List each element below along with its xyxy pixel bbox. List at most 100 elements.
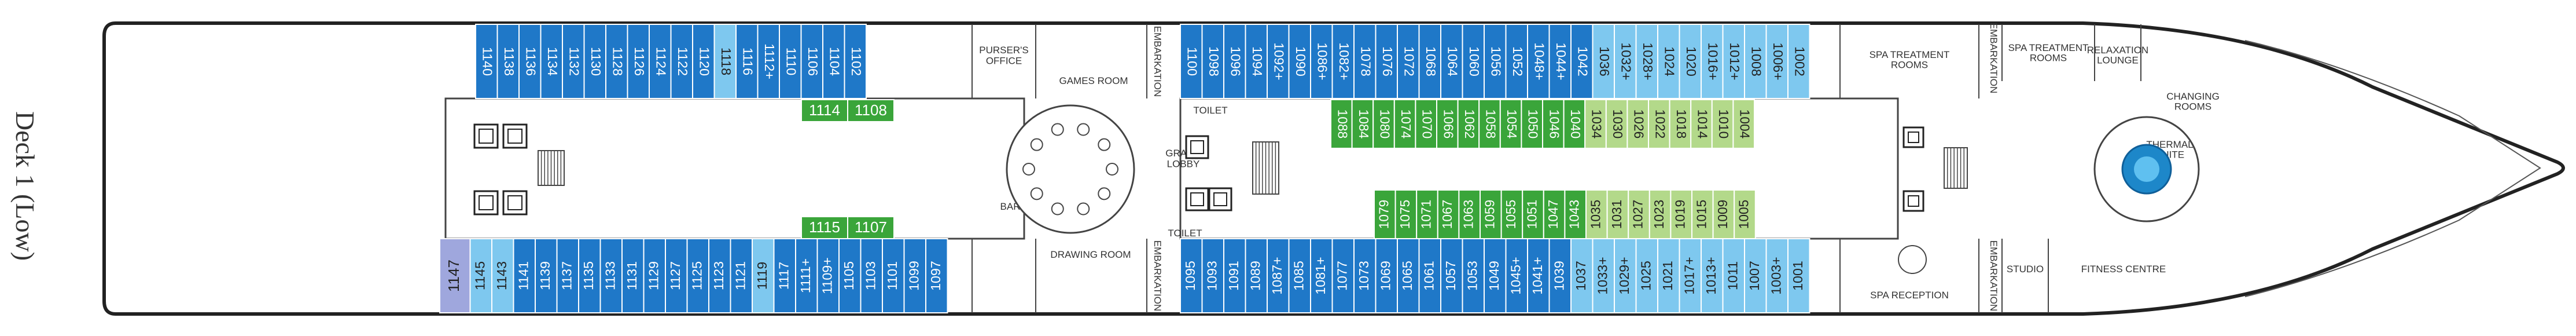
cabin-1075[interactable]: 1075: [1394, 189, 1418, 239]
cabin-1065[interactable]: 1065: [1397, 238, 1420, 313]
cabin-1145[interactable]: 1145: [469, 238, 492, 313]
cabin-1122[interactable]: 1122: [670, 24, 693, 99]
cabin-1119[interactable]: 1119: [752, 238, 775, 313]
cabin-1090[interactable]: 1090: [1288, 24, 1311, 99]
cabin-1103[interactable]: 1103: [860, 238, 883, 313]
cabin-1018[interactable]: 1018: [1669, 99, 1692, 149]
cabin-1019[interactable]: 1019: [1670, 189, 1692, 239]
cabin-1140[interactable]: 1140: [475, 24, 498, 99]
cabin-1092plus[interactable]: 1092+: [1267, 24, 1290, 99]
cabin-1039[interactable]: 1039: [1548, 238, 1572, 313]
cabin-1049[interactable]: 1049: [1484, 238, 1507, 313]
cabin-1015[interactable]: 1015: [1691, 189, 1714, 239]
cabin-1028plus[interactable]: 1028+: [1635, 24, 1658, 99]
cabin-1104[interactable]: 1104: [822, 24, 845, 99]
cabin-1095[interactable]: 1095: [1180, 238, 1203, 313]
cabin-1057[interactable]: 1057: [1440, 238, 1463, 313]
cabin-1068[interactable]: 1068: [1418, 24, 1441, 99]
cabin-1025[interactable]: 1025: [1635, 238, 1658, 313]
cabin-1134[interactable]: 1134: [540, 24, 563, 99]
cabin-1130[interactable]: 1130: [583, 24, 606, 99]
cabin-1086plus[interactable]: 1086+: [1310, 24, 1333, 99]
cabin-1032plus[interactable]: 1032+: [1614, 24, 1637, 99]
cabin-1054[interactable]: 1054: [1499, 99, 1522, 149]
cabin-1009[interactable]: 1009: [1712, 189, 1735, 239]
cabin-1147[interactable]: 1147: [439, 238, 471, 313]
cabin-1071[interactable]: 1071: [1416, 189, 1438, 239]
cabin-1114[interactable]: 1114: [801, 99, 848, 122]
cabin-1110[interactable]: 1110: [779, 24, 802, 99]
cabin-1101[interactable]: 1101: [882, 238, 905, 313]
cabin-1010[interactable]: 1010: [1711, 99, 1734, 149]
cabin-1048plus[interactable]: 1048+: [1527, 24, 1550, 99]
cabin-1109plus[interactable]: 1109+: [816, 238, 840, 313]
cabin-1008[interactable]: 1008: [1744, 24, 1767, 99]
cabin-1059[interactable]: 1059: [1480, 189, 1502, 239]
cabin-1033plus[interactable]: 1033+: [1592, 238, 1615, 313]
cabin-1064[interactable]: 1064: [1440, 24, 1463, 99]
cabin-1120[interactable]: 1120: [692, 24, 715, 99]
cabin-1041plus[interactable]: 1041+: [1527, 238, 1550, 313]
cabin-1081plus[interactable]: 1081+: [1310, 238, 1333, 313]
cabin-1078[interactable]: 1078: [1353, 24, 1377, 99]
cabin-1127[interactable]: 1127: [665, 238, 688, 313]
cabin-1011[interactable]: 1011: [1722, 238, 1745, 313]
cabin-1007[interactable]: 1007: [1744, 238, 1767, 313]
cabin-1136[interactable]: 1136: [518, 24, 542, 99]
cabin-1132[interactable]: 1132: [562, 24, 585, 99]
cabin-1115[interactable]: 1115: [801, 216, 848, 239]
cabin-1026[interactable]: 1026: [1626, 99, 1649, 149]
cabin-1129[interactable]: 1129: [643, 238, 666, 313]
cabin-1053[interactable]: 1053: [1462, 238, 1485, 313]
cabin-1143[interactable]: 1143: [491, 238, 514, 313]
cabin-1118[interactable]: 1118: [713, 24, 737, 99]
cabin-1017plus[interactable]: 1017+: [1679, 238, 1702, 313]
cabin-1099[interactable]: 1099: [903, 238, 926, 313]
cabin-1094[interactable]: 1094: [1245, 24, 1268, 99]
cabin-1014[interactable]: 1014: [1690, 99, 1713, 149]
cabin-1087plus[interactable]: 1087+: [1267, 238, 1290, 313]
cabin-1003plus[interactable]: 1003+: [1765, 238, 1789, 313]
cabin-1052[interactable]: 1052: [1505, 24, 1528, 99]
cabin-1106[interactable]: 1106: [800, 24, 823, 99]
cabin-1045plus[interactable]: 1045+: [1505, 238, 1528, 313]
cabin-1001[interactable]: 1001: [1787, 238, 1810, 313]
cabin-1137[interactable]: 1137: [556, 238, 579, 313]
cabin-1035[interactable]: 1035: [1585, 189, 1608, 239]
cabin-1124[interactable]: 1124: [649, 24, 672, 99]
cabin-1050[interactable]: 1050: [1521, 99, 1543, 149]
cabin-1105[interactable]: 1105: [838, 238, 862, 313]
cabin-1005[interactable]: 1005: [1734, 189, 1756, 239]
cabin-1063[interactable]: 1063: [1458, 189, 1481, 239]
cabin-1066[interactable]: 1066: [1436, 99, 1459, 149]
cabin-1100[interactable]: 1100: [1180, 24, 1203, 99]
cabin-1135[interactable]: 1135: [578, 238, 601, 313]
cabin-1031[interactable]: 1031: [1606, 189, 1629, 239]
cabin-1027[interactable]: 1027: [1628, 189, 1650, 239]
cabin-1096[interactable]: 1096: [1223, 24, 1246, 99]
cabin-1004[interactable]: 1004: [1732, 99, 1755, 149]
cabin-1067[interactable]: 1067: [1437, 189, 1460, 239]
cabin-1107[interactable]: 1107: [847, 216, 895, 239]
cabin-1139[interactable]: 1139: [535, 238, 558, 313]
cabin-1029plus[interactable]: 1029+: [1614, 238, 1637, 313]
cabin-1111plus[interactable]: 1111+: [795, 238, 818, 313]
cabin-1036[interactable]: 1036: [1592, 24, 1615, 99]
cabin-1012plus[interactable]: 1012+: [1722, 24, 1745, 99]
cabin-1080[interactable]: 1080: [1372, 99, 1395, 149]
cabin-1002[interactable]: 1002: [1787, 24, 1810, 99]
cabin-1084[interactable]: 1084: [1351, 99, 1374, 149]
cabin-1022[interactable]: 1022: [1648, 99, 1670, 149]
cabin-1098[interactable]: 1098: [1201, 24, 1224, 99]
cabin-1077[interactable]: 1077: [1331, 238, 1355, 313]
cabin-1089[interactable]: 1089: [1245, 238, 1268, 313]
cabin-1061[interactable]: 1061: [1418, 238, 1441, 313]
cabin-1073[interactable]: 1073: [1353, 238, 1377, 313]
cabin-1062[interactable]: 1062: [1457, 99, 1480, 149]
cabin-1023[interactable]: 1023: [1648, 189, 1672, 239]
cabin-1079[interactable]: 1079: [1374, 189, 1396, 239]
cabin-1030[interactable]: 1030: [1605, 99, 1628, 149]
cabin-1070[interactable]: 1070: [1415, 99, 1437, 149]
cabin-1133[interactable]: 1133: [599, 238, 623, 313]
cabin-1076[interactable]: 1076: [1375, 24, 1398, 99]
